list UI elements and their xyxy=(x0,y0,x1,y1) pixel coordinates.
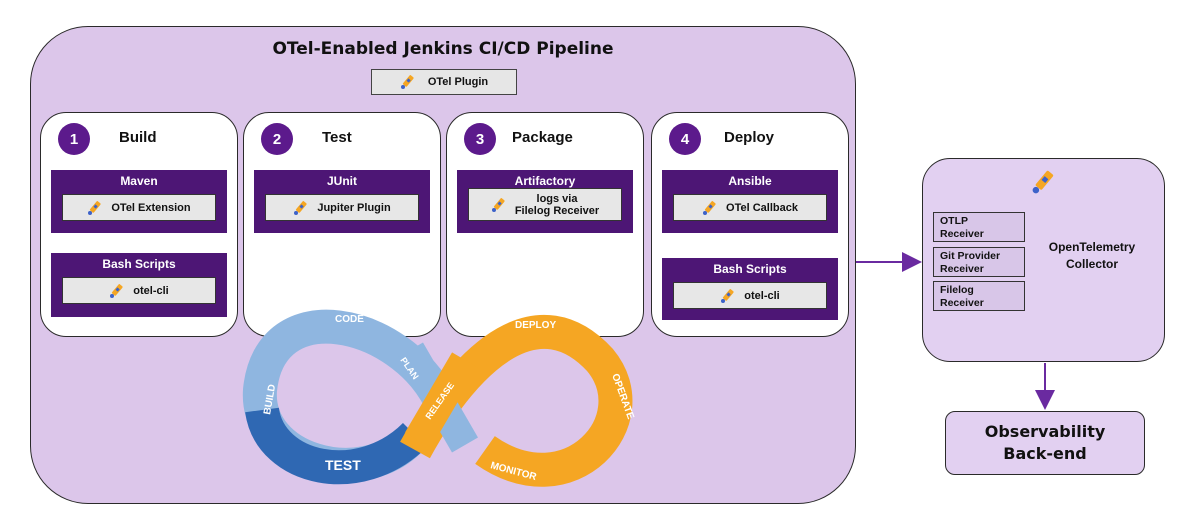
stage-test: 2 Test JUnit Jupiter Plugin xyxy=(243,112,441,337)
tool-bash-scripts: Bash Scripts otel-cli xyxy=(51,253,227,317)
tool-inner: logs via Filelog Receiver xyxy=(468,188,622,221)
telescope-icon xyxy=(109,283,125,299)
tool-inner-label: OTel Callback xyxy=(726,201,798,214)
receiver-line2: Receiver xyxy=(940,297,984,309)
tool-inner-line1: logs via xyxy=(536,192,578,205)
stage-number: 2 xyxy=(261,123,293,155)
stage-number: 4 xyxy=(669,123,701,155)
stage-title: Deploy xyxy=(724,129,775,146)
telescope-icon xyxy=(1031,169,1057,195)
observability-backend: Observability Back-end xyxy=(945,411,1145,475)
stage-number: 1 xyxy=(58,123,90,155)
telescope-icon xyxy=(293,200,309,216)
devops-loop: CODE PLAN BUILD TEST RELEASE DEPLOY OPER… xyxy=(242,309,636,487)
tool-label: Bash Scripts xyxy=(102,257,176,271)
otel-plugin-label: OTel Plugin xyxy=(427,76,489,88)
receiver-git-provider: Git Provider Receiver xyxy=(933,247,1025,277)
tool-label: Artifactory xyxy=(514,174,576,188)
stage-build: 1 Build Maven OTel Extension Bash Script… xyxy=(40,112,238,337)
loop-label-build: BUILD xyxy=(262,384,278,416)
tool-inner-text: logs via Filelog Receiver xyxy=(515,193,599,217)
stage-package: 3 Package Artifactory logs via Filelog R… xyxy=(446,112,644,337)
receiver-otlp: OTLP Receiver xyxy=(933,212,1025,242)
tool-label: JUnit xyxy=(327,174,357,188)
telescope-icon xyxy=(87,200,103,216)
loop-segment-release xyxy=(405,352,478,448)
tool-bash-scripts: Bash Scripts otel-cli xyxy=(662,258,838,320)
stage-number: 3 xyxy=(464,123,496,155)
tool-inner-label: Jupiter Plugin xyxy=(317,201,391,214)
loop-label-test: TEST xyxy=(325,457,361,473)
otel-collector: OTLP Receiver Git Provider Receiver File… xyxy=(922,158,1165,362)
loop-label-deploy: DEPLOY xyxy=(515,320,556,331)
loop-segment-test xyxy=(245,406,428,485)
receiver-line2: Receiver xyxy=(940,228,984,240)
tool-label: Bash Scripts xyxy=(713,262,787,276)
collector-title-line1: OpenTelemetry xyxy=(1048,240,1136,254)
tool-label: Maven xyxy=(120,174,158,188)
tool-inner: OTel Callback xyxy=(673,194,827,221)
tool-junit: JUnit Jupiter Plugin xyxy=(254,170,430,233)
pipeline-title: OTel-Enabled Jenkins CI/CD Pipeline xyxy=(272,39,614,59)
stage-title: Test xyxy=(322,129,352,146)
tool-label: Ansible xyxy=(728,174,772,188)
collector-title-line2: Collector xyxy=(1065,257,1118,271)
receiver-line1: Git Provider xyxy=(940,250,1001,262)
tool-inner-label: OTel Extension xyxy=(111,201,191,214)
tool-inner-label: otel-cli xyxy=(744,289,780,302)
tool-artifactory: Artifactory logs via Filelog Receiver xyxy=(457,170,633,233)
telescope-icon xyxy=(491,197,507,213)
telescope-icon xyxy=(702,200,718,216)
tool-inner-line2: Filelog Receiver xyxy=(514,204,600,217)
tool-inner: otel-cli xyxy=(673,282,827,309)
backend-line1: Observability xyxy=(984,422,1106,441)
receiver-line2: Receiver xyxy=(940,263,984,275)
otel-plugin-box: OTel Plugin xyxy=(371,69,517,95)
receiver-line1: OTLP xyxy=(940,215,968,227)
tool-inner-label: otel-cli xyxy=(133,284,169,297)
telescope-icon xyxy=(720,288,736,304)
receiver-filelog: Filelog Receiver xyxy=(933,281,1025,311)
tool-ansible: Ansible OTel Callback xyxy=(662,170,838,233)
receiver-line1: Filelog xyxy=(940,284,974,296)
tool-inner: otel-cli xyxy=(62,277,216,304)
stage-title: Package xyxy=(512,129,573,146)
loop-label-code: CODE xyxy=(335,314,364,325)
backend-line2: Back-end xyxy=(1003,444,1087,463)
pipeline-container: OTel-Enabled Jenkins CI/CD Pipeline OTel… xyxy=(30,26,856,504)
tool-inner: Jupiter Plugin xyxy=(265,194,419,221)
stage-title: Build xyxy=(119,129,157,146)
collector-title: OpenTelemetry Collector xyxy=(1031,239,1153,273)
tool-maven: Maven OTel Extension xyxy=(51,170,227,233)
stage-deploy: 4 Deploy Ansible OTel Callback Bash Scri… xyxy=(651,112,849,337)
tool-inner: OTel Extension xyxy=(62,194,216,221)
telescope-icon xyxy=(400,74,416,90)
